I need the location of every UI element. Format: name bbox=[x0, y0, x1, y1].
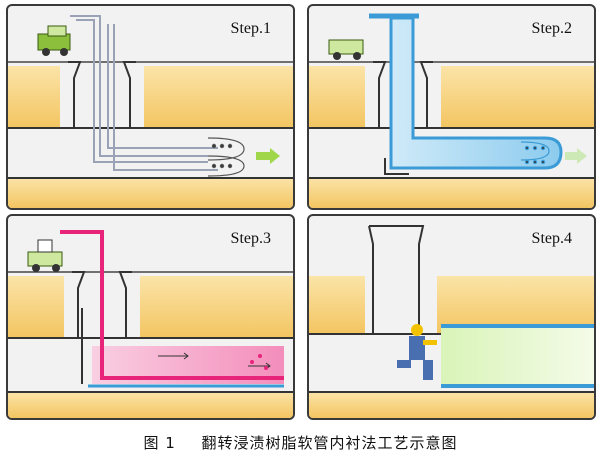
step-4-diagram bbox=[309, 225, 594, 418]
manhole-shaft bbox=[368, 225, 425, 334]
step-2-diagram bbox=[309, 13, 594, 208]
soil-lower bbox=[309, 392, 594, 418]
soil-upper-left bbox=[309, 276, 365, 334]
hot-water-hose bbox=[60, 230, 284, 380]
soil-upper-right bbox=[441, 66, 594, 128]
step-3-diagram bbox=[8, 230, 293, 418]
figure-caption: 图 1 翻转浸渍树脂软管内衬法工艺示意图 bbox=[0, 432, 601, 453]
manhole-shaft bbox=[373, 61, 433, 128]
step-2-label: Step.2 bbox=[531, 20, 572, 37]
pink-liner-fill bbox=[92, 346, 284, 384]
figure-number: 图 1 bbox=[143, 434, 176, 452]
worker bbox=[397, 324, 437, 380]
direction-arrow bbox=[256, 148, 280, 164]
manhole-shaft bbox=[72, 271, 132, 338]
truck bbox=[27, 239, 63, 272]
soil-upper-left bbox=[8, 276, 64, 338]
everting-head bbox=[520, 141, 550, 165]
steam-bubbles bbox=[250, 354, 268, 370]
cured-liner-interior bbox=[441, 326, 594, 386]
figure-title: 翻转浸渍树脂软管内衬法工艺示意图 bbox=[201, 434, 458, 452]
truck bbox=[328, 39, 364, 60]
truck bbox=[37, 25, 71, 56]
panel-step-4: Step.4 bbox=[307, 214, 596, 420]
panel-step-2: Step.2 bbox=[307, 4, 596, 210]
soil-upper-left bbox=[8, 66, 60, 128]
support-frame bbox=[384, 158, 409, 175]
soil-lower bbox=[8, 178, 293, 208]
panel-step-3: Step.3 bbox=[6, 214, 295, 420]
step-1-diagram bbox=[8, 15, 293, 208]
step-3-label: Step.3 bbox=[230, 230, 271, 247]
liner-filled-blue bbox=[389, 16, 563, 170]
soil-lower bbox=[309, 178, 594, 208]
step-4-label: Step.4 bbox=[531, 230, 572, 247]
soil-upper-left bbox=[309, 66, 365, 128]
manhole-shaft bbox=[68, 61, 136, 128]
panel-step-1: Step.1 bbox=[6, 4, 295, 210]
soil-lower bbox=[8, 392, 293, 418]
soil-upper-right bbox=[144, 66, 293, 128]
direction-arrow bbox=[565, 148, 587, 164]
liner-hose bbox=[70, 15, 218, 171]
everting-head bbox=[207, 137, 245, 177]
step-1-label: Step.1 bbox=[230, 20, 271, 37]
soil-upper-right bbox=[140, 276, 293, 338]
